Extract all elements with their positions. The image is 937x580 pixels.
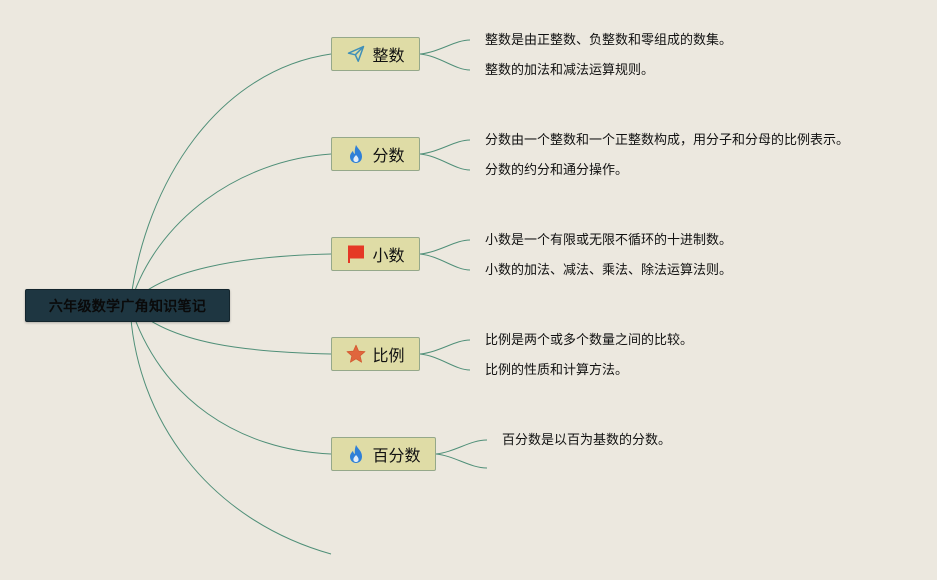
connector-topic-2-note-2	[419, 153, 471, 171]
star-icon	[346, 344, 366, 364]
topic-5-label: 百分数	[372, 446, 421, 465]
topic-1-label: 整数	[372, 46, 405, 65]
topic-2-note-2[interactable]: 分数的约分和通分操作。	[485, 163, 629, 178]
topic-2[interactable]: 分数	[331, 137, 420, 171]
root-topic-label: 六年级数学广角知识笔记	[48, 298, 207, 315]
topic-3-note-1[interactable]: 小数是一个有限或无限不循环的十进制数。	[485, 233, 733, 248]
topic-3-note-2[interactable]: 小数的加法、减法、乘法、除法运算法则。	[485, 263, 733, 278]
connector-root-extra	[129, 304, 332, 555]
flag-icon	[346, 244, 366, 264]
topic-4[interactable]: 比例	[331, 337, 420, 371]
topic-2-note-1[interactable]: 分数由一个整数和一个正整数构成，用分子和分母的比例表示。	[485, 133, 850, 148]
topic-4-note-2[interactable]: 比例的性质和计算方法。	[485, 363, 629, 378]
connector-topic-2-note-1	[419, 139, 471, 155]
connector-root-topic-5	[129, 304, 332, 455]
topic-5[interactable]: 百分数	[331, 437, 436, 471]
topic-4-note-1[interactable]: 比例是两个或多个数量之间的比较。	[485, 333, 694, 348]
flame-icon	[346, 444, 366, 464]
connector-topic-3-note-1	[419, 239, 471, 255]
topic-3[interactable]: 小数	[331, 237, 420, 271]
connector-topic-5-note-2	[435, 453, 488, 469]
connector-topic-3-note-2	[419, 253, 471, 271]
topic-2-label: 分数	[372, 146, 405, 165]
topic-4-label: 比例	[372, 346, 405, 365]
topic-1-note-2[interactable]: 整数的加法和减法运算规则。	[485, 63, 655, 78]
flame-icon	[346, 144, 366, 164]
connector-root-topic-2	[129, 153, 332, 306]
topic-5-note-1[interactable]: 百分数是以百为基数的分数。	[502, 433, 672, 448]
connector-root-topic-1	[129, 53, 332, 306]
topic-1[interactable]: 整数	[331, 37, 420, 71]
topic-3-label: 小数	[372, 246, 405, 265]
connector-topic-4-note-2	[419, 353, 471, 371]
connector-topic-1-note-2	[419, 53, 471, 71]
topic-1-note-1[interactable]: 整数是由正整数、负整数和零组成的数集。	[485, 33, 733, 48]
connector-topic-4-note-1	[419, 339, 471, 355]
root-topic[interactable]: 六年级数学广角知识笔记	[25, 289, 230, 322]
paper-plane-icon	[346, 44, 366, 64]
connector-topic-1-note-1	[419, 39, 471, 55]
connector-topic-5-note-1	[435, 439, 488, 455]
